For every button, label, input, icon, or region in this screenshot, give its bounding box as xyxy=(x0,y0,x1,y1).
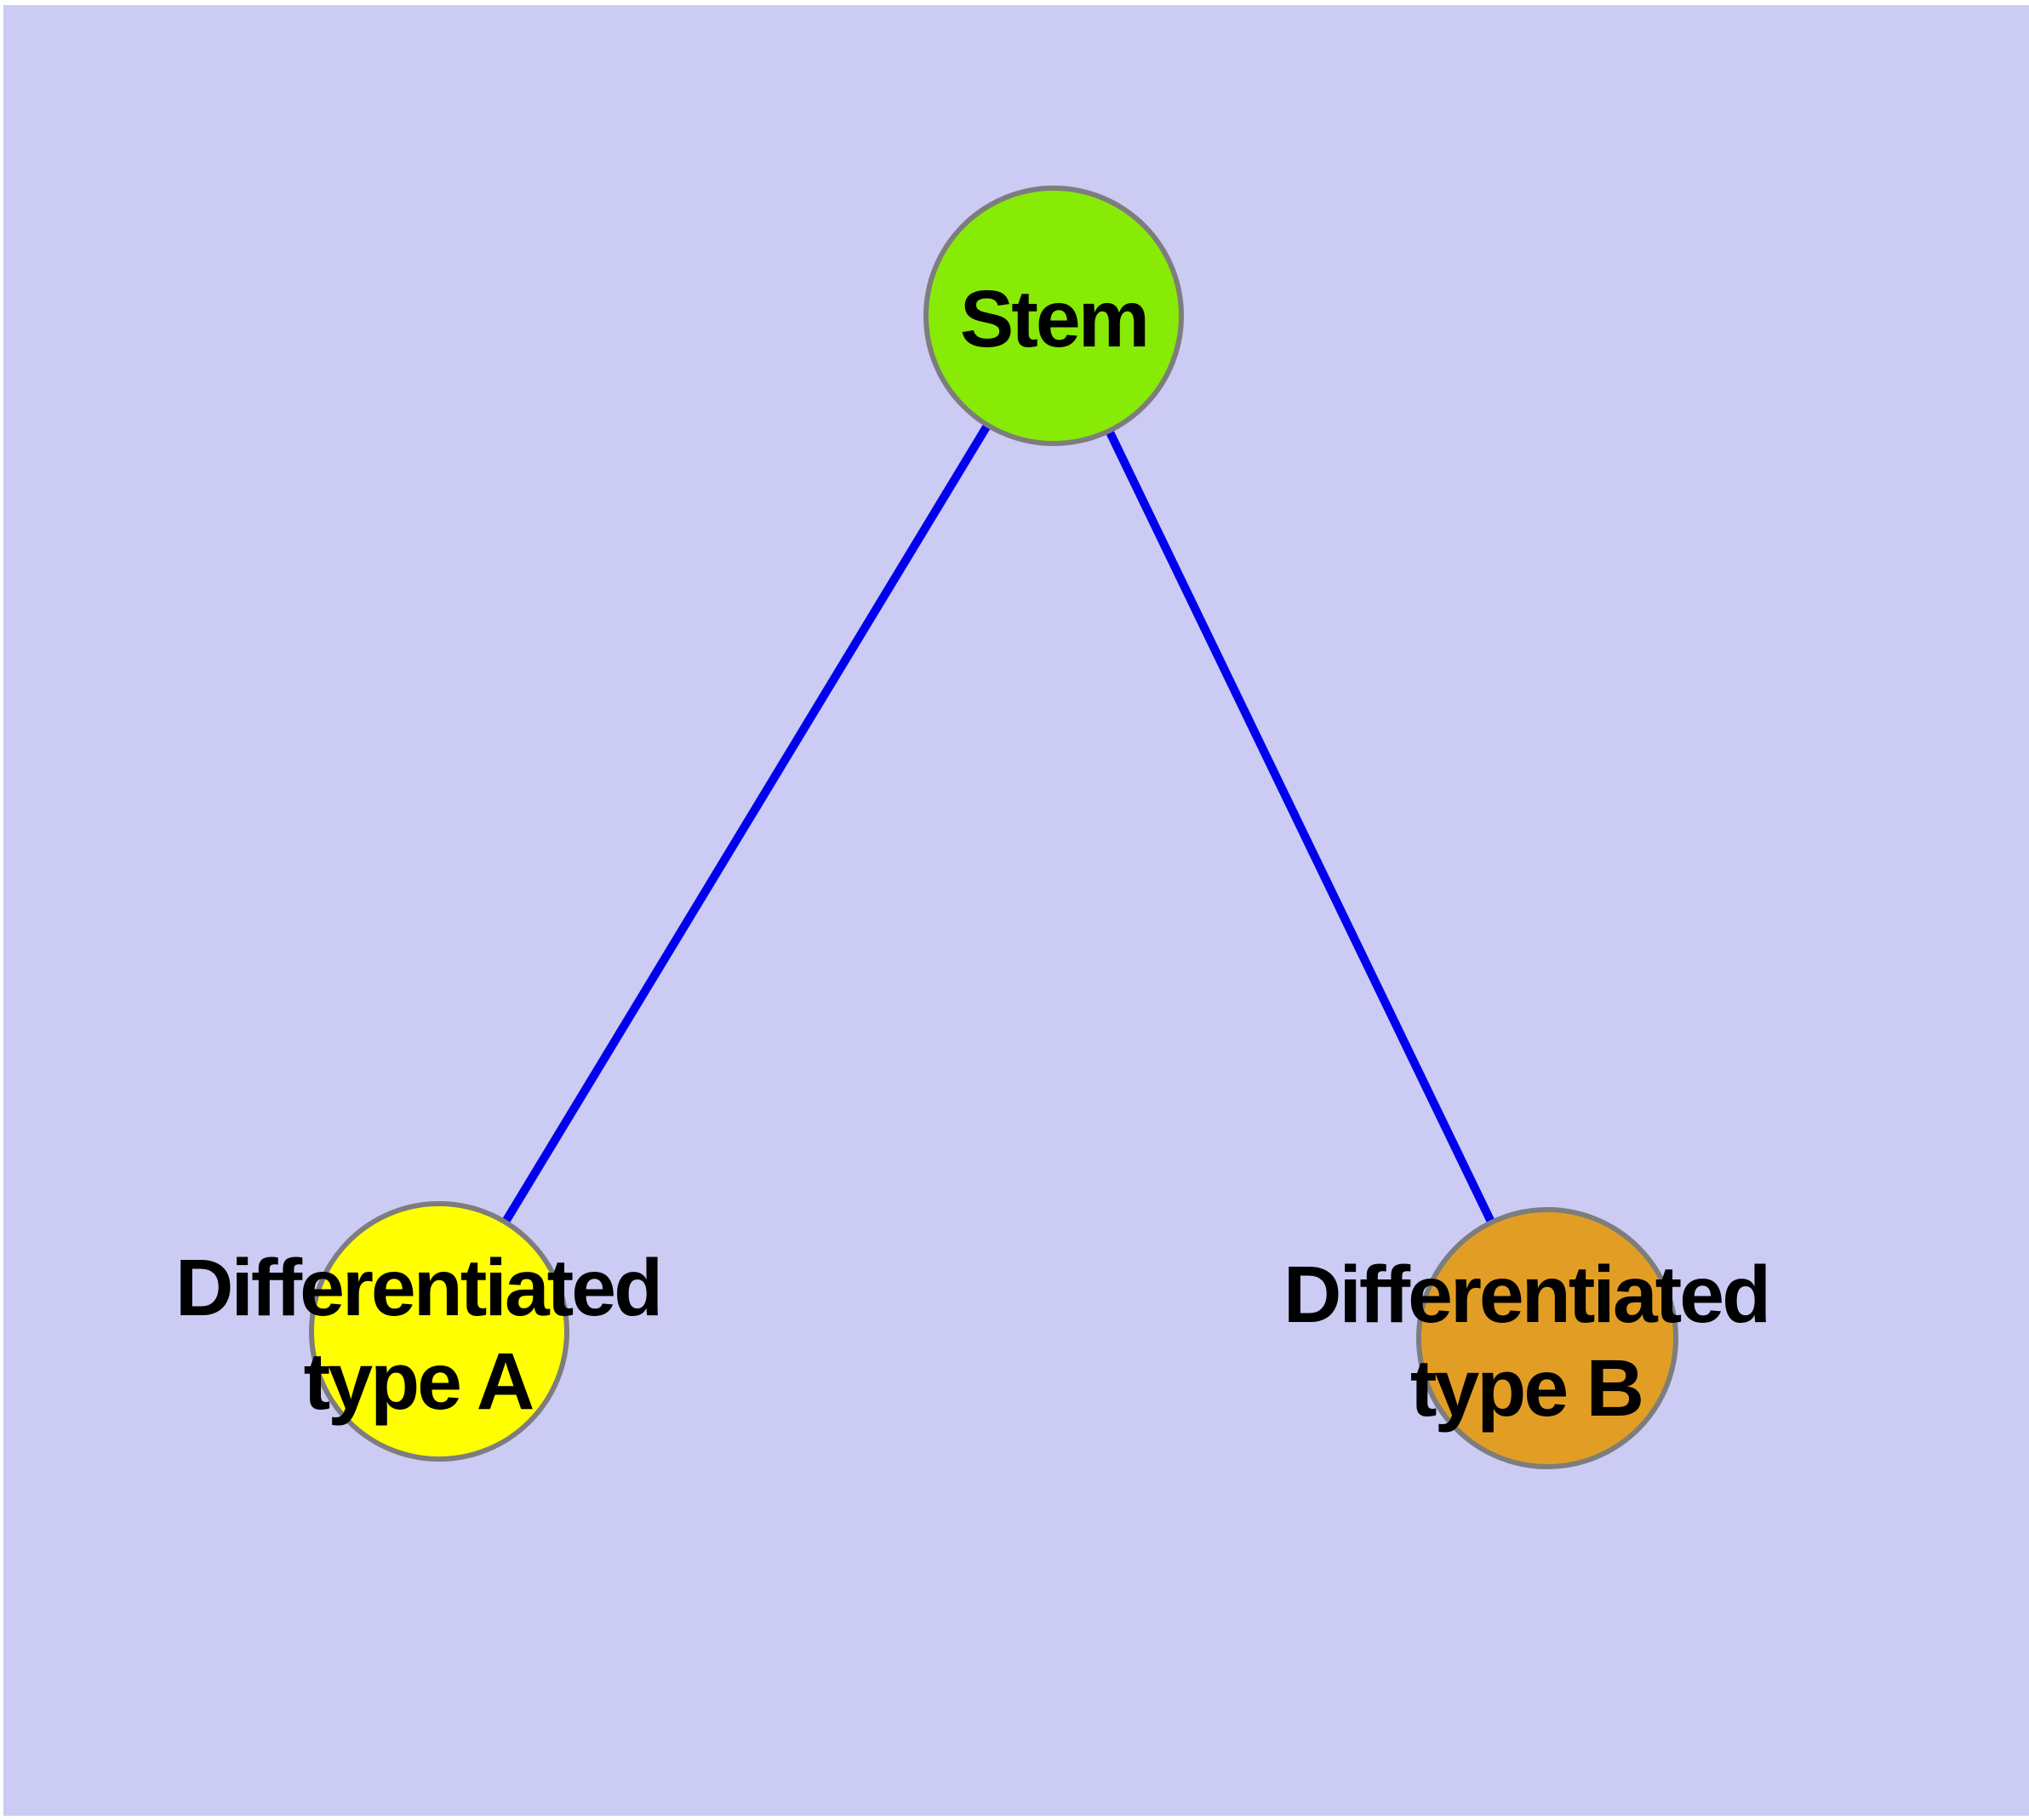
node-stem: Stem xyxy=(923,186,1184,446)
edge-stem-type-a xyxy=(435,313,1058,1334)
edge-stem-type-b xyxy=(1049,313,1552,1341)
node-circle-type-a xyxy=(309,1201,569,1462)
node-circle-type-b xyxy=(1416,1207,1678,1469)
node-label-stem: Stem xyxy=(960,274,1147,364)
node-circle-stem xyxy=(923,186,1184,446)
